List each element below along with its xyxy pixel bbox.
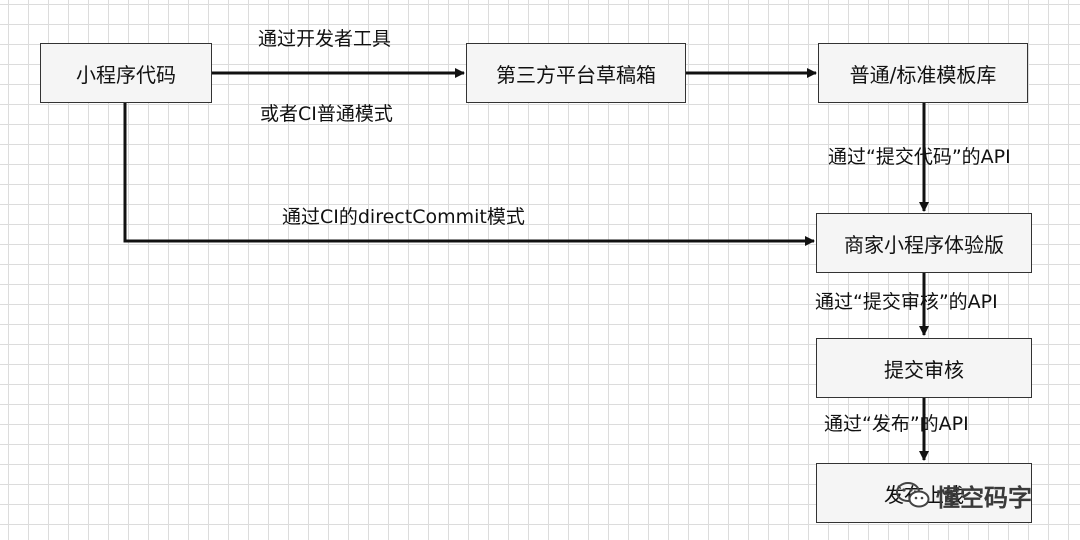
box-template-library: 普通/标准模板库 [818,43,1028,103]
label-api-commit-code: 通过“提交代码”的API [828,146,1011,168]
wechat-icon [896,481,930,509]
label-or-ci-normal: 或者CI普通模式 [260,103,393,125]
watermark-text: 懂空码字 [936,483,1032,512]
box-source-code: 小程序代码 [40,43,212,103]
label-via-devtools: 通过开发者工具 [258,28,392,50]
box-merchant-trial: 商家小程序体验版 [816,213,1032,273]
label-api-submit-audit: 通过“提交审核”的API [815,291,998,313]
watermark: 懂空码字 [896,478,1032,512]
arrow-code-to-trial-direct [123,103,815,246]
box-third-party-drafts: 第三方平台草稿箱 [466,43,686,103]
box-submit-review: 提交审核 [816,338,1032,398]
label-via-ci-direct: 通过CI的directCommit模式 [282,206,525,228]
label-api-release: 通过“发布”的API [824,413,969,435]
box-release: 发布上线 [816,463,1032,523]
